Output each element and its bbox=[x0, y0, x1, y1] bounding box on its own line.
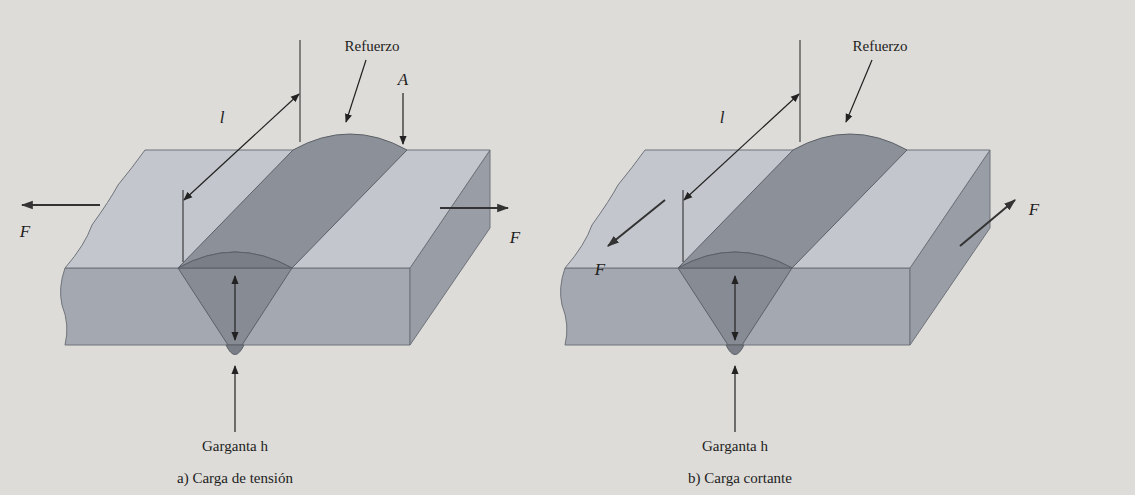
throat-leader bbox=[734, 366, 735, 432]
weld-root bbox=[726, 345, 744, 355]
weld-cap bbox=[178, 252, 292, 268]
weld-bead bbox=[678, 134, 907, 268]
force-arrow bbox=[440, 207, 508, 209]
section-label: A bbox=[398, 70, 408, 90]
throat-dimension bbox=[734, 276, 735, 340]
part-label: Refuerzo bbox=[853, 38, 908, 55]
dimension-label: l bbox=[720, 108, 725, 128]
force-arrow bbox=[22, 204, 100, 206]
caption-label: a) Carga de tensión bbox=[177, 470, 293, 487]
force-label: F bbox=[20, 222, 30, 242]
part-label: Refuerzo bbox=[345, 38, 400, 55]
extension-line bbox=[683, 190, 684, 262]
throat-leader bbox=[234, 366, 235, 432]
force-arrow bbox=[960, 200, 1015, 246]
force-label: F bbox=[1029, 200, 1039, 220]
force-label: F bbox=[595, 260, 605, 280]
weld-groove bbox=[678, 268, 792, 345]
caption-label: b) Carga cortante bbox=[688, 470, 792, 487]
throat-dimension bbox=[234, 276, 235, 340]
weld-bead bbox=[178, 134, 407, 268]
length-dimension bbox=[184, 94, 299, 200]
leader-line bbox=[402, 93, 403, 144]
plate-front bbox=[561, 268, 910, 345]
dimension-label: l bbox=[220, 108, 225, 128]
weld-cap bbox=[678, 252, 792, 268]
leader-line bbox=[846, 60, 872, 122]
dimension-label: Garganta h bbox=[202, 438, 268, 455]
shear-joint bbox=[561, 40, 1015, 432]
force-label: F bbox=[510, 228, 520, 248]
plate-front bbox=[61, 268, 410, 345]
leader-line bbox=[346, 60, 366, 122]
extension-line bbox=[300, 40, 301, 142]
dimension-label: Garganta h bbox=[702, 438, 768, 455]
force-arrow bbox=[608, 200, 665, 246]
weld-groove bbox=[178, 268, 292, 345]
extension-line bbox=[800, 40, 801, 142]
weld-root bbox=[226, 345, 244, 355]
length-dimension bbox=[684, 94, 799, 200]
extension-line bbox=[183, 190, 184, 262]
tension-joint bbox=[22, 40, 508, 432]
